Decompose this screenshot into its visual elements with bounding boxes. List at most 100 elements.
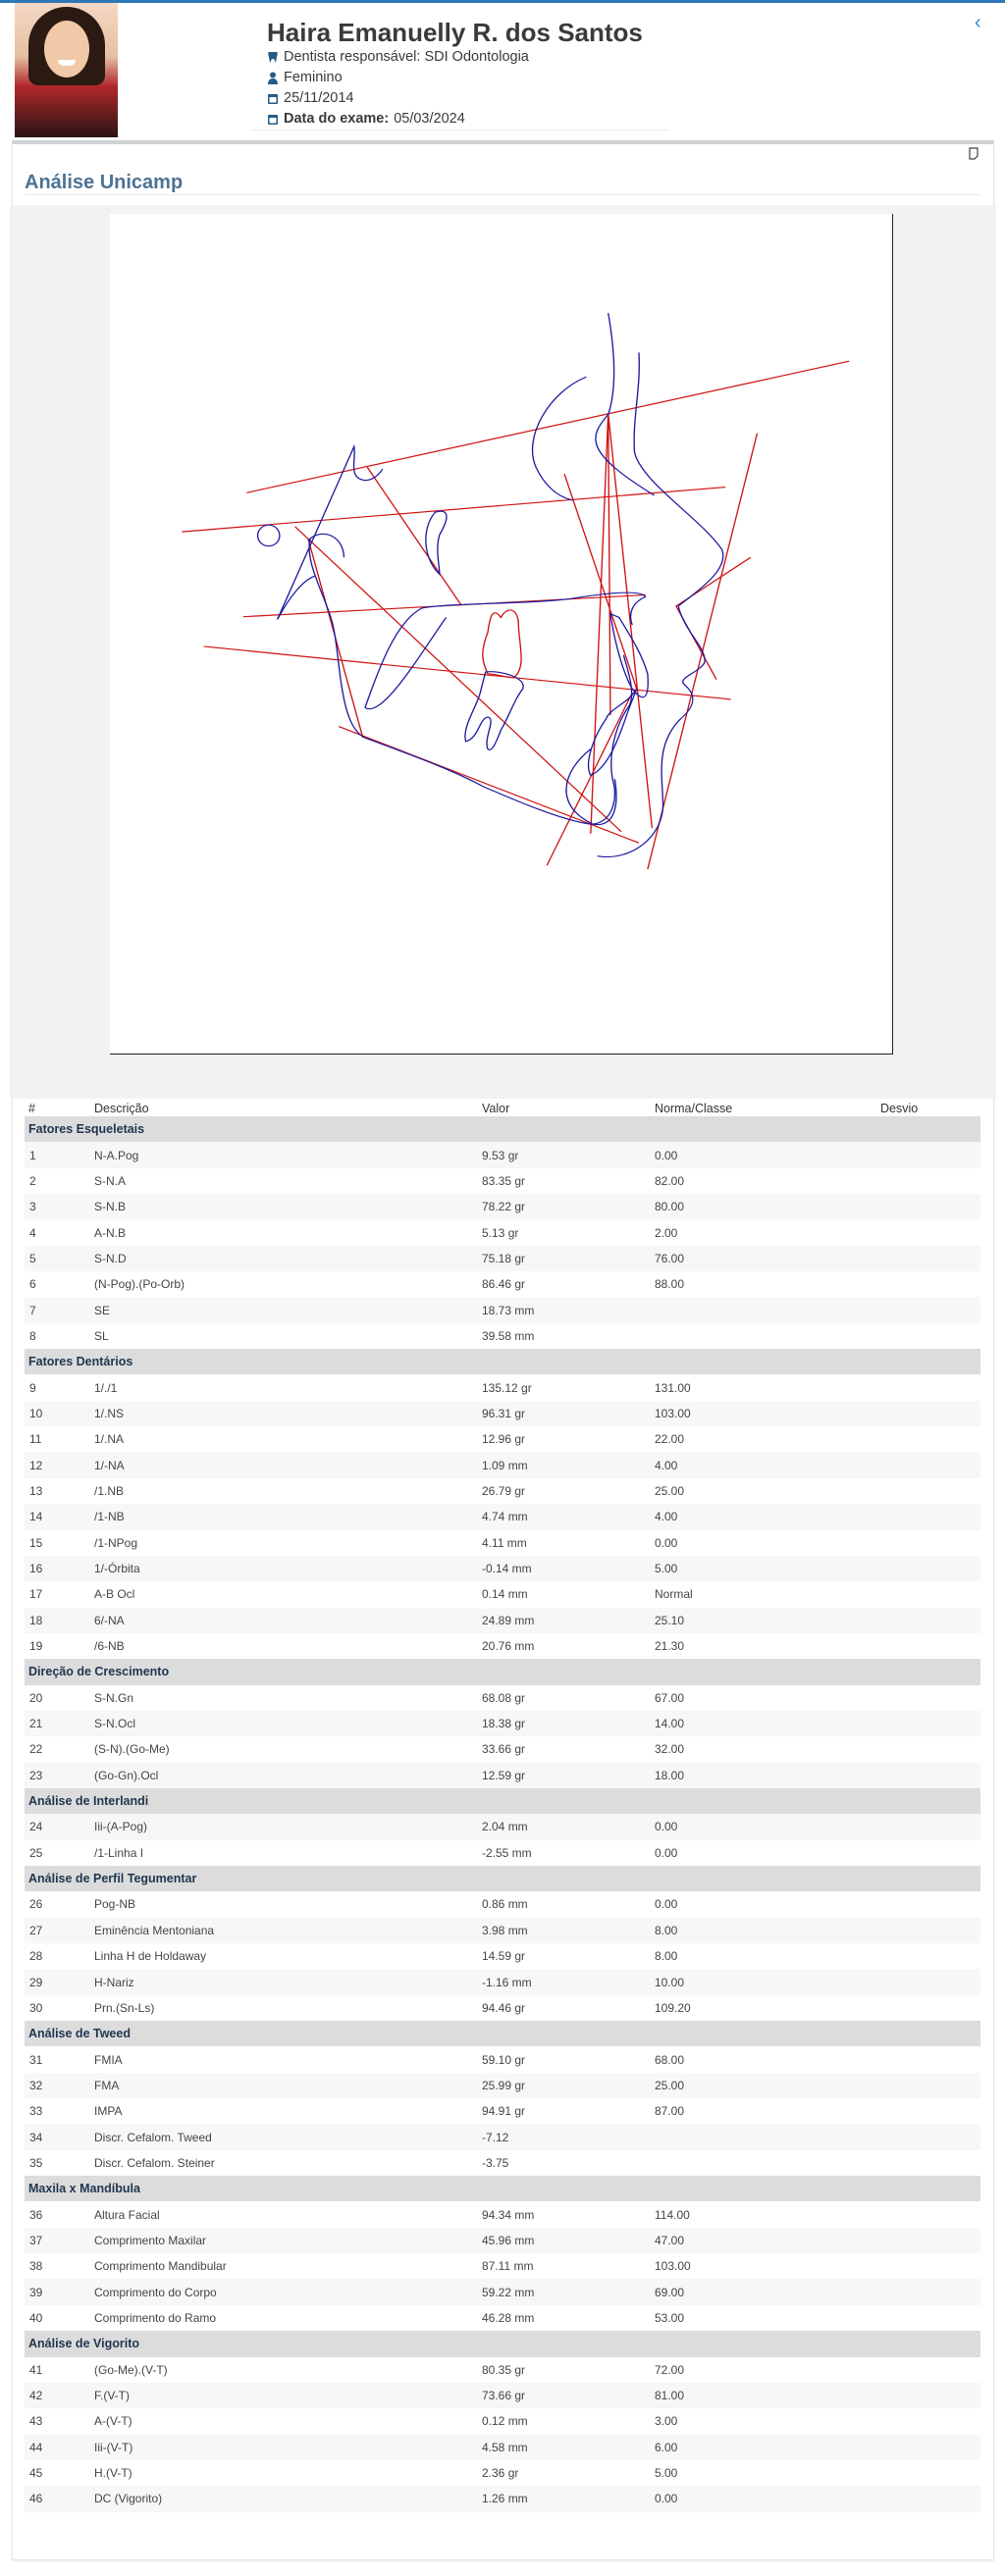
group-header-row: Análise de Interlandi — [25, 1787, 980, 1815]
section-title: Análise Unicamp — [25, 172, 184, 193]
row-deviation — [880, 2228, 980, 2253]
row-description: Pog-NB — [94, 1897, 136, 1912]
row-value: 24.89 mm — [482, 1613, 535, 1627]
dentist-label: Dentista responsável: SDI Odontologia — [284, 49, 529, 65]
dentist-info: Dentista responsável: SDI Odontologia — [267, 49, 529, 65]
row-number: 22 — [29, 1742, 43, 1757]
row-norm: 82.00 — [655, 1173, 685, 1188]
row-deviation — [880, 2435, 980, 2460]
row-value: 4.11 mm — [482, 1535, 527, 1550]
row-value: 96.31 gr — [482, 1406, 526, 1420]
row-description: (N-Pog).(Po-Orb) — [94, 1277, 185, 1292]
group-name: Fatores Dentários — [25, 1349, 980, 1375]
collapse-chevron-icon[interactable]: ‹ — [975, 12, 981, 33]
row-value: -3.75 — [482, 2155, 509, 2170]
user-icon — [268, 72, 278, 84]
row-description: H.(V-T) — [94, 2466, 132, 2481]
row-norm: 131.00 — [655, 1380, 691, 1395]
tracing-svg — [182, 313, 850, 870]
row-deviation — [880, 2486, 980, 2511]
row-description: 1/-NA — [94, 1458, 125, 1472]
row-number: 19 — [29, 1639, 43, 1654]
row-number: 17 — [29, 1587, 43, 1602]
row-value: 59.22 mm — [482, 2285, 535, 2299]
row-description: /6-NB — [94, 1639, 125, 1654]
row-norm: 3.00 — [655, 2414, 678, 2429]
row-number: 8 — [29, 1328, 36, 1343]
row-description: Discr. Cefalom. Tweed — [94, 2130, 212, 2144]
tooth-icon — [268, 51, 278, 63]
row-number: 34 — [29, 2130, 43, 2144]
row-description: (Go-Gn).Ocl — [94, 1768, 159, 1782]
row-deviation — [880, 1401, 980, 1426]
row-norm: 18.00 — [655, 1768, 685, 1782]
row-norm: 10.00 — [655, 1975, 685, 1989]
row-description: Iii-(A-Pog) — [94, 1820, 148, 1834]
table-header-row: # Descrição Valor Norma/Classe Desvio — [25, 1101, 980, 1116]
row-value: 94.34 mm — [482, 2207, 535, 2222]
row-description: Comprimento do Ramo — [94, 2310, 217, 2325]
row-deviation — [880, 2150, 980, 2176]
row-number: 10 — [29, 1406, 43, 1420]
row-norm: Normal — [655, 1587, 693, 1602]
row-norm: 22.00 — [655, 1432, 685, 1447]
row-norm: 76.00 — [655, 1251, 685, 1265]
col-description: Descrição — [94, 1102, 149, 1115]
row-norm: 0.00 — [655, 2492, 678, 2506]
row-number: 23 — [29, 1768, 43, 1782]
row-deviation — [880, 1840, 980, 1866]
row-description: (S-N).(Go-Me) — [94, 1742, 170, 1757]
header-divider — [251, 129, 669, 130]
row-norm: 8.00 — [655, 1923, 678, 1937]
row-description: /1-NPog — [94, 1535, 138, 1550]
row-description: S-N.B — [94, 1200, 127, 1214]
row-description: Altura Facial — [94, 2207, 160, 2222]
row-description: F.(V-T) — [94, 2389, 130, 2403]
birth-date: 25/11/2014 — [284, 90, 354, 106]
group-header-row: Maxila x Mandíbula — [25, 2176, 980, 2202]
row-deviation — [880, 2279, 980, 2304]
row-description: Eminência Mentoniana — [94, 1923, 215, 1937]
row-number: 25 — [29, 1845, 43, 1860]
document-icon[interactable] — [969, 147, 979, 160]
row-deviation — [880, 2460, 980, 2486]
row-description: Prn.(Sn-Ls) — [94, 2000, 155, 2015]
row-deviation — [880, 1556, 980, 1581]
row-number: 15 — [29, 1535, 43, 1550]
group-header-row: Fatores Esqueletais — [25, 1116, 980, 1143]
row-norm: 0.00 — [655, 1897, 678, 1912]
cephalometric-tracing — [110, 214, 893, 1055]
row-value: 4.58 mm — [482, 2440, 528, 2454]
row-value: -0.14 mm — [482, 1562, 532, 1576]
row-description: /1.NB — [94, 1483, 125, 1498]
row-number: 27 — [29, 1923, 43, 1937]
row-deviation — [880, 2046, 980, 2072]
row-number: 11 — [29, 1432, 42, 1447]
row-value: 59.10 gr — [482, 2052, 526, 2067]
row-value: 18.38 gr — [482, 1717, 526, 1731]
row-description: A-N.B — [94, 1225, 127, 1240]
row-number: 43 — [29, 2414, 43, 2429]
row-number: 13 — [29, 1483, 43, 1498]
row-number: 2 — [29, 1173, 36, 1188]
exam-date-info: Data do exame: 05/03/2024 — [267, 111, 465, 127]
group-header-row: Análise de Tweed — [25, 2021, 980, 2047]
row-deviation — [880, 1142, 980, 1167]
row-deviation — [880, 1219, 980, 1245]
row-deviation — [880, 1426, 980, 1452]
row-description: IMPA — [94, 2104, 123, 2119]
row-norm: 103.00 — [655, 2259, 691, 2274]
row-deviation — [880, 2124, 980, 2149]
